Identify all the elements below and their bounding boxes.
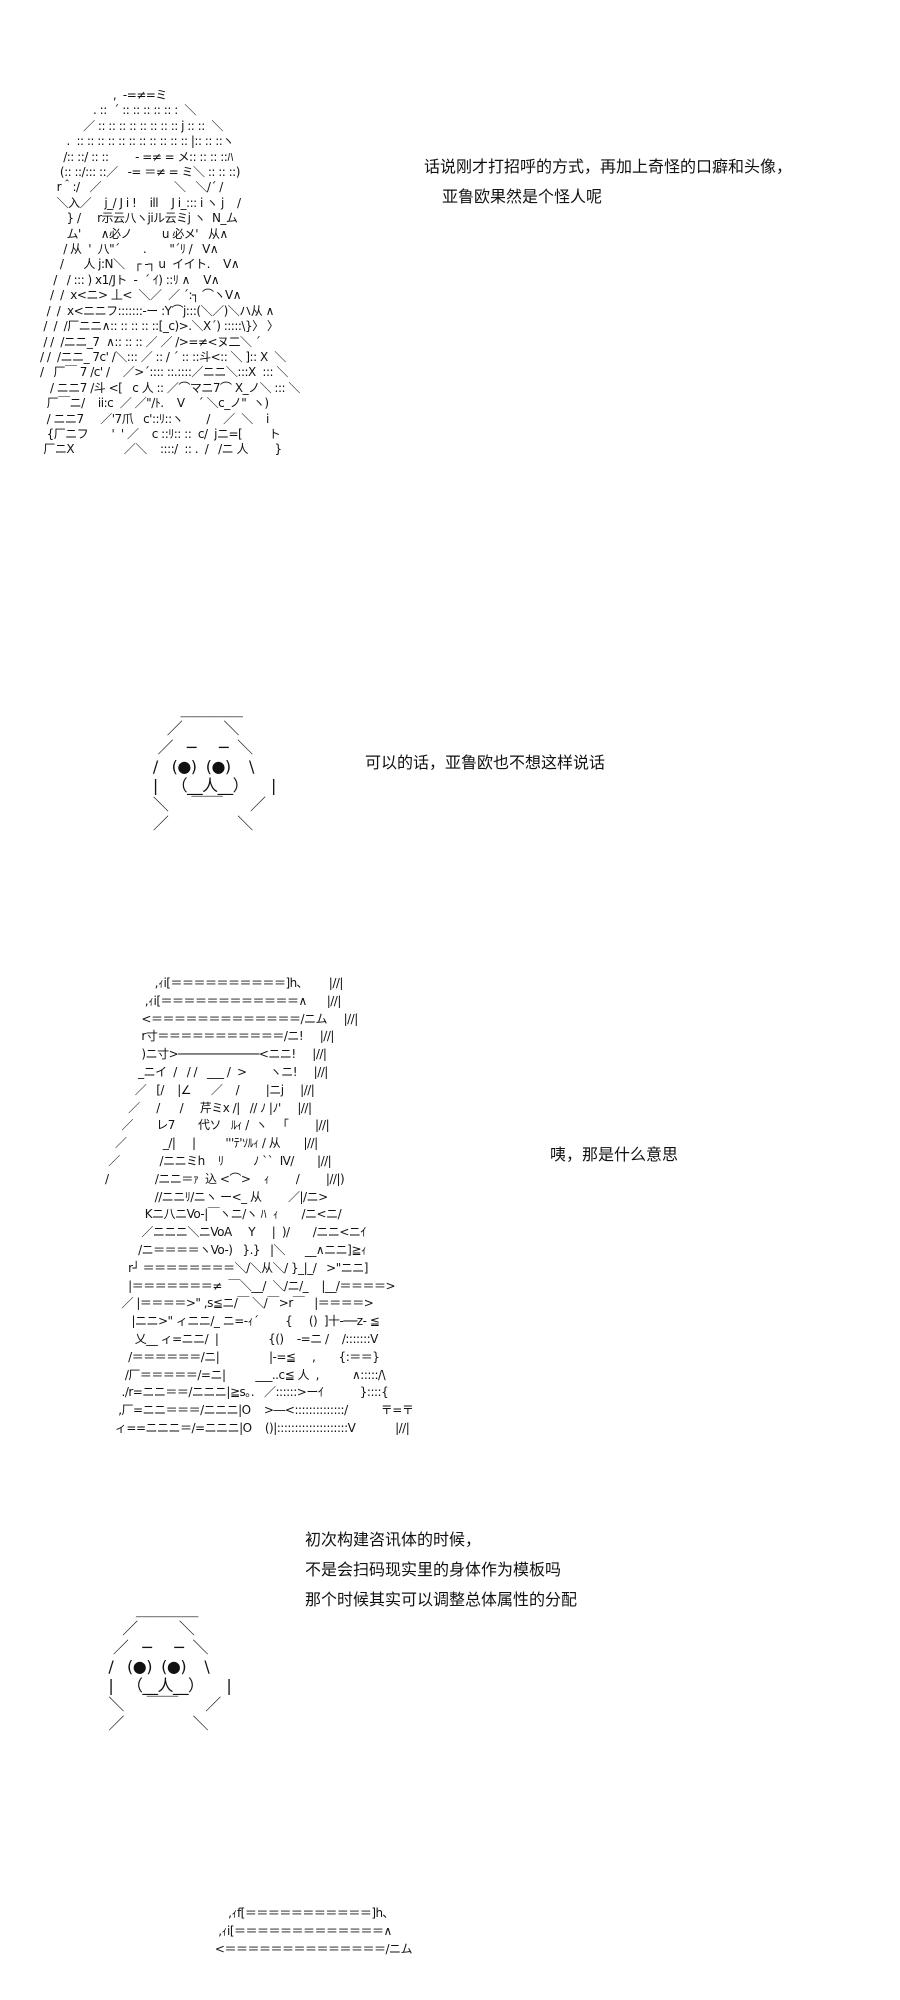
dialogue-line: 初次构建咨讯体的时候， <box>305 1530 482 1549</box>
dialogue-line: 可以的话，亚鲁欧也不想这样说话 <box>365 753 606 772</box>
ascii-art-yaruo-face-1: ＿＿＿＿ ／ ＼ ／ ─ ─ ＼ / (●) (●) \ | （__人__） |… <box>152 700 276 833</box>
ascii-art-character-2: ,ｨi[＝＝＝＝＝＝＝＝＝＝]h､ |//| ,ｨi[＝＝＝＝＝＝＝＝＝＝＝＝∧… <box>104 976 414 1435</box>
dialogue-line: 亚鲁欧果然是个怪人呢 <box>442 187 603 206</box>
dialogue-line: 咦，那是什么意思 <box>550 1145 679 1164</box>
dialogue-3: 咦，那是什么意思 <box>550 1140 678 1170</box>
dialogue-4: 初次构建咨讯体的时候， 不是会扫码现实里的身体作为模板吗 那个时候其实可以调整总… <box>305 1525 577 1615</box>
ascii-art-character-3-partial: ,ｨf[＝＝＝＝＝＝＝＝＝＝＝]h､ ,ｨi[＝＝＝＝＝＝＝＝＝＝＝＝＝∧ <＝… <box>214 1906 413 1956</box>
ascii-art-character-1: , -=≠=ミ . :: ´ :: :: :: :: :: : ＼ ／ :: :… <box>40 88 300 457</box>
ascii-art-yaruo-face-2: ＿＿＿＿ ／ ＼ ／ ─ ─ ＼ / (●) (●) \ | （__人__） |… <box>108 1600 232 1733</box>
dialogue-line: 话说刚才打招呼的方式，再加上奇怪的口癖和头像， <box>424 157 793 176</box>
dialogue-1: 话说刚才打招呼的方式，再加上奇怪的口癖和头像， 亚鲁欧果然是个怪人呢 <box>424 152 792 212</box>
dialogue-2: 可以的话，亚鲁欧也不想这样说话 <box>365 748 605 778</box>
dialogue-line: 不是会扫码现实里的身体作为模板吗 <box>305 1560 562 1579</box>
dialogue-line: 那个时候其实可以调整总体属性的分配 <box>305 1590 578 1609</box>
